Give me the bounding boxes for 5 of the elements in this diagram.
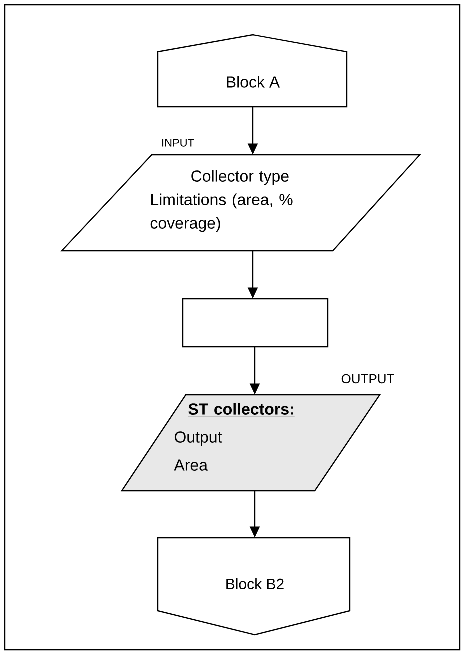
process-box bbox=[182, 298, 329, 348]
block-pentagon: Block B2 bbox=[157, 537, 351, 636]
flow-label: OUTPUT bbox=[342, 374, 394, 384]
flow-label: INPUT bbox=[162, 139, 194, 147]
block-pentagon: Block A bbox=[157, 34, 348, 108]
